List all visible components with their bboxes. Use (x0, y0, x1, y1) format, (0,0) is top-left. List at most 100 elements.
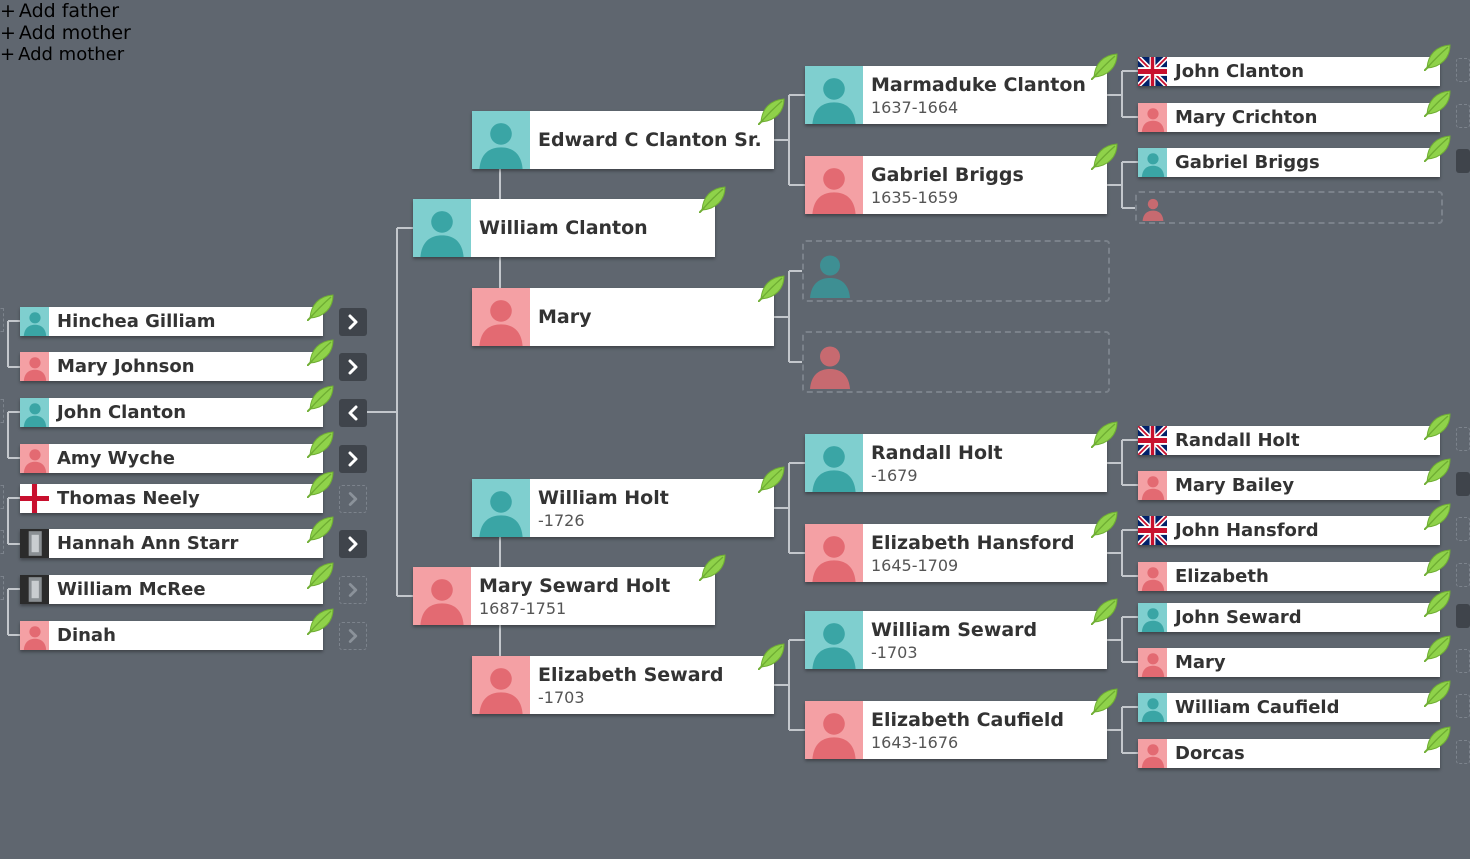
expand-button[interactable] (1456, 472, 1470, 496)
person-card-gen3[interactable]: William Seward-1703 (805, 611, 1107, 669)
expand-button[interactable] (1456, 694, 1470, 718)
expand-button[interactable] (339, 576, 367, 604)
expand-button[interactable] (1456, 517, 1470, 541)
person-name: William Seward (871, 618, 1038, 641)
add-parent-label: +Add mother (0, 44, 1470, 65)
record-hint-leaf-icon[interactable] (306, 561, 335, 590)
person-card-gen4[interactable]: Mary Crichton (1138, 103, 1440, 132)
record-hint-leaf-icon[interactable] (1423, 457, 1452, 486)
expand-button[interactable] (0, 576, 4, 600)
person-card-gen4[interactable]: Randall Holt (1138, 426, 1440, 455)
add-father-button[interactable] (802, 240, 1110, 302)
person-name: William McRee (57, 579, 206, 600)
expand-button[interactable] (1456, 104, 1470, 128)
expand-button[interactable] (1456, 563, 1470, 587)
expand-button[interactable] (0, 485, 4, 509)
person-name: Mary (538, 306, 592, 328)
person-card-gen4[interactable]: John Hansford (1138, 516, 1440, 545)
person-card-descendant[interactable]: Hannah Ann Starr (20, 529, 323, 558)
record-hint-leaf-icon[interactable] (698, 553, 727, 582)
person-card-gen4[interactable]: John Clanton (1138, 57, 1440, 86)
record-hint-leaf-icon[interactable] (1090, 687, 1119, 716)
collapse-button[interactable] (339, 399, 367, 427)
person-card-descendant[interactable]: Amy Wyche (20, 444, 323, 473)
record-hint-leaf-icon[interactable] (1423, 634, 1452, 663)
record-hint-leaf-icon[interactable] (757, 97, 786, 126)
record-hint-leaf-icon[interactable] (1090, 597, 1119, 626)
add-mother-button[interactable] (802, 331, 1110, 393)
person-card-gen2[interactable]: Mary (472, 288, 774, 346)
person-card-gen1[interactable]: William Clanton (413, 199, 715, 257)
uk-flag-icon (1138, 57, 1167, 86)
expand-button[interactable] (339, 353, 367, 381)
expand-button[interactable] (1456, 649, 1470, 673)
person-card-gen2[interactable]: Edward C Clanton Sr. (472, 111, 774, 169)
record-hint-leaf-icon[interactable] (306, 338, 335, 367)
record-hint-leaf-icon[interactable] (1423, 589, 1452, 618)
expand-button[interactable] (339, 530, 367, 558)
record-hint-leaf-icon[interactable] (757, 465, 786, 494)
record-hint-leaf-icon[interactable] (757, 642, 786, 671)
person-card-gen4[interactable]: Dorcas (1138, 739, 1440, 768)
person-card-descendant[interactable]: William McRee (20, 575, 323, 604)
expand-button[interactable] (0, 308, 4, 332)
record-hint-leaf-icon[interactable] (1423, 89, 1452, 118)
person-card-gen2[interactable]: Elizabeth Seward-1703 (472, 656, 774, 714)
female-silhouette-icon (1138, 103, 1167, 132)
person-card-descendant[interactable]: Mary Johnson (20, 352, 323, 381)
expand-button[interactable] (339, 485, 367, 513)
person-card-descendant[interactable]: Hinchea Gilliam (20, 307, 323, 336)
record-hint-leaf-icon[interactable] (1423, 412, 1452, 441)
person-card-gen4[interactable]: Elizabeth (1138, 562, 1440, 591)
person-card-descendant[interactable]: Dinah (20, 621, 323, 650)
record-hint-leaf-icon[interactable] (306, 430, 335, 459)
record-hint-leaf-icon[interactable] (1423, 134, 1452, 163)
person-name: John Clanton (57, 402, 187, 423)
person-card-gen3[interactable]: Randall Holt-1679 (805, 434, 1107, 492)
person-card-gen4[interactable]: John Seward (1138, 603, 1440, 632)
expand-button[interactable] (1456, 427, 1470, 451)
female-silhouette-icon (1138, 562, 1167, 591)
expand-button[interactable] (339, 308, 367, 336)
person-card-descendant[interactable]: John Clanton (20, 398, 323, 427)
person-card-gen2[interactable]: William Holt-1726 (472, 479, 774, 537)
record-hint-leaf-icon[interactable] (1090, 420, 1119, 449)
person-name: Elizabeth (1175, 566, 1269, 587)
record-hint-leaf-icon[interactable] (757, 274, 786, 303)
record-hint-leaf-icon[interactable] (306, 470, 335, 499)
expand-button[interactable] (0, 530, 4, 554)
expand-button[interactable] (1456, 149, 1470, 173)
expand-button[interactable] (0, 399, 4, 423)
person-card-gen4[interactable]: Mary (1138, 648, 1440, 677)
record-hint-leaf-icon[interactable] (306, 607, 335, 636)
expand-button[interactable] (1456, 740, 1470, 764)
expand-button[interactable] (1456, 604, 1470, 628)
record-hint-leaf-icon[interactable] (306, 515, 335, 544)
person-card-gen4[interactable]: Gabriel Briggs (1138, 148, 1440, 177)
record-hint-leaf-icon[interactable] (1423, 502, 1452, 531)
record-hint-leaf-icon[interactable] (1090, 510, 1119, 539)
add-mother-button[interactable] (1135, 191, 1443, 224)
record-hint-leaf-icon[interactable] (306, 384, 335, 413)
record-hint-leaf-icon[interactable] (698, 185, 727, 214)
record-hint-leaf-icon[interactable] (1423, 43, 1452, 72)
person-card-descendant[interactable]: Thomas Neely (20, 484, 323, 513)
expand-button[interactable] (339, 622, 367, 650)
record-hint-leaf-icon[interactable] (1090, 52, 1119, 81)
record-hint-leaf-icon[interactable] (1423, 679, 1452, 708)
record-hint-leaf-icon[interactable] (1090, 142, 1119, 171)
record-hint-leaf-icon[interactable] (306, 293, 335, 322)
record-hint-leaf-icon[interactable] (1423, 548, 1452, 577)
expand-button[interactable] (339, 445, 367, 473)
person-card-gen4[interactable]: Mary Bailey (1138, 471, 1440, 500)
record-hint-leaf-icon[interactable] (1423, 725, 1452, 754)
expand-button[interactable] (1456, 58, 1470, 82)
person-card-gen4[interactable]: William Caufield (1138, 693, 1440, 722)
person-name: John Seward (1175, 607, 1302, 628)
